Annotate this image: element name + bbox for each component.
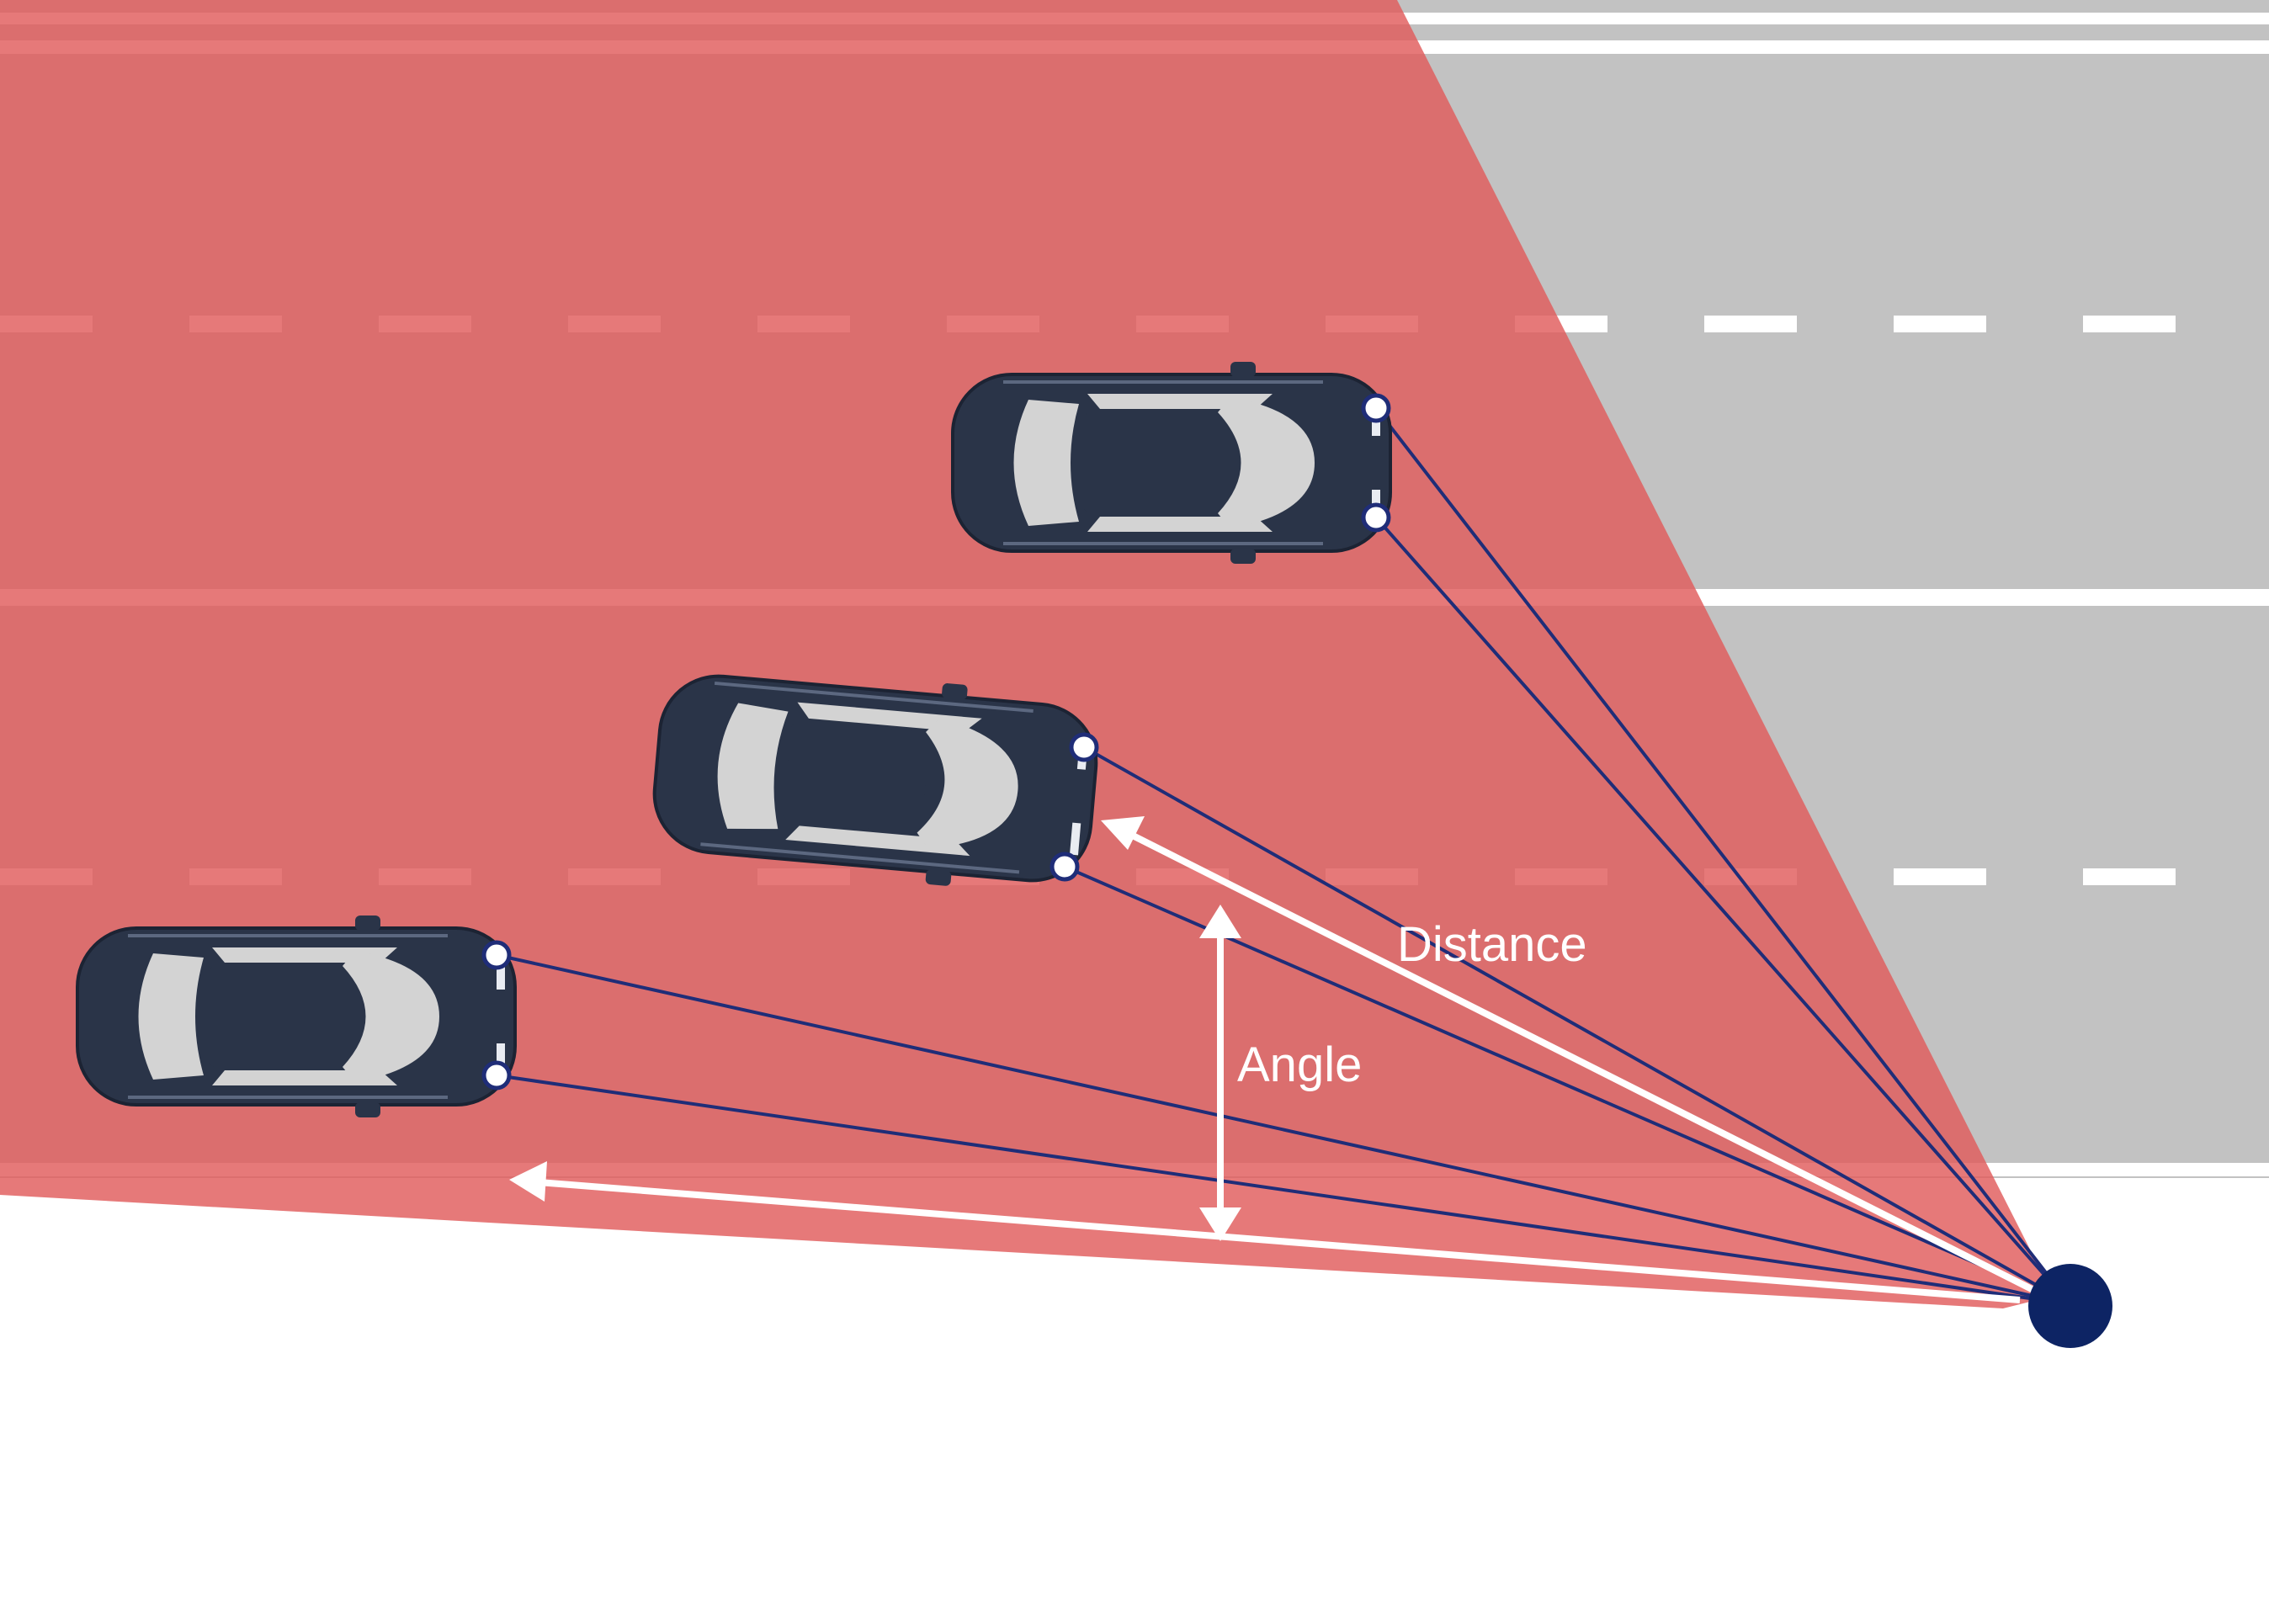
lane-dash: [2083, 868, 2176, 885]
lane-dash: [1894, 868, 1986, 885]
angle-label: Angle: [1237, 1038, 1362, 1092]
radar-rays: [496, 406, 2072, 1306]
radar-sensor: [2028, 1264, 2112, 1348]
distance-arrow: [1101, 816, 2038, 1295]
angle-arrow: [1199, 905, 1241, 1241]
distance-label: Distance: [1397, 917, 1587, 972]
lane-dash: [1704, 316, 1797, 332]
lane-dash: [2083, 316, 2176, 332]
car-far: [951, 360, 1392, 565]
reference-arrow: [509, 1161, 2021, 1303]
reflection-points: [481, 393, 1391, 1091]
lane-dash: [1894, 316, 1986, 332]
car-near: [76, 914, 517, 1119]
